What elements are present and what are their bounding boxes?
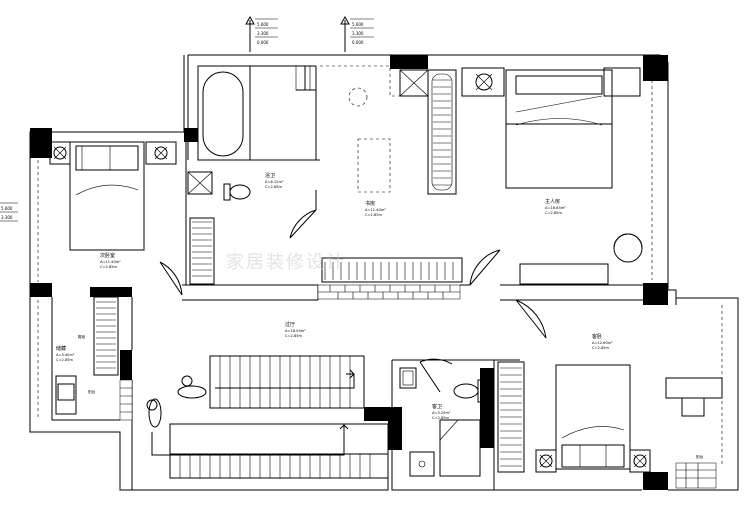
label-balcony-right: 阳台 <box>696 454 704 459</box>
room-name-bathroom-main: 浴卫 <box>265 172 275 179</box>
nightstand-right <box>603 67 641 97</box>
sink-small-bathroom <box>399 367 417 389</box>
nightstand-left <box>461 67 505 97</box>
study-desk <box>357 138 391 193</box>
door-swing-small-bathroom <box>419 358 453 393</box>
tv-cabinet-master <box>519 263 609 285</box>
room-height-bedroom-left: C=2.85m <box>100 265 118 269</box>
shower-partition <box>250 65 316 91</box>
level-value-1: 5.600 <box>257 22 269 27</box>
watermark-text: 家居装修设计 <box>226 252 346 273</box>
armchair-icon <box>613 233 643 263</box>
wardrobe-right-bedroom <box>497 361 525 473</box>
double-bed-master <box>505 69 613 189</box>
room-name-study: 书房 <box>365 200 375 207</box>
level-marker-right: 5.600 3.300 0.000 <box>340 15 374 52</box>
room-area-bathroom-main: A=6.12m² <box>265 180 284 184</box>
room-name-bedroom-right: 客卧 <box>592 333 602 340</box>
nightstand-right-bedroom-1 <box>535 449 557 473</box>
vanity-sink <box>187 171 213 195</box>
wardrobe-left-bedroom <box>189 217 215 285</box>
room-area-bedroom-left: A=11.40m² <box>100 260 121 264</box>
room-area-storage: A=3.40m² <box>56 353 75 357</box>
room-area-bedroom-right: A=12.60m² <box>592 341 613 345</box>
balcony-outline-right <box>668 297 739 491</box>
brick-wall-strip-study <box>317 284 461 300</box>
bookshelf <box>321 257 463 283</box>
shoe-cabinet <box>93 296 119 376</box>
level-value-1: 5.600 <box>1 206 13 211</box>
room-height-study: C=2.85m <box>365 213 383 217</box>
desk-right-bedroom <box>665 377 723 417</box>
level-value-1: 5.600 <box>352 22 364 27</box>
outer-boundary <box>29 54 677 491</box>
room-height-bathroom-small: C=2.85m <box>432 416 450 420</box>
room-area-study: A=11.40m² <box>365 208 386 212</box>
room-height-bathroom-main: C=2.85m <box>265 185 283 189</box>
room-height-master-bedroom: C=2.85m <box>545 211 563 215</box>
wardrobe-hanging-study <box>427 69 457 195</box>
walls <box>30 55 668 490</box>
level-value-2: 3.300 <box>257 31 269 36</box>
bathtub-icon <box>197 65 251 161</box>
level-marker-left: 5.600 3.300 0.000 <box>245 15 278 52</box>
level-marker-side: 5.600 3.300 <box>0 202 18 222</box>
room-name-hall: 过厅 <box>285 321 295 328</box>
wardrobe-doors <box>399 69 429 97</box>
door-swing-bathroom <box>289 209 317 239</box>
door-swing-study <box>469 249 501 286</box>
level-value-3: 0.000 <box>352 40 364 45</box>
level-value-2: 3.300 <box>352 31 364 36</box>
room-area-bathroom-small: A=3.25m² <box>432 411 451 415</box>
label-balcony-left: 阳台 <box>88 389 96 394</box>
room-area-master-bedroom: A=16.85m² <box>545 206 566 210</box>
door-swing-right-bedroom <box>515 299 547 339</box>
wardrobe-outline-study <box>320 65 400 97</box>
nightstand-left-bedroom-2 <box>145 141 177 165</box>
ceiling-light-icon <box>348 87 368 107</box>
nightstand-right-bedroom-2 <box>629 449 651 473</box>
room-name-bedroom-left: 次卧室 <box>100 252 115 259</box>
label-shoe-cabinet: 鞋柜 <box>78 334 86 339</box>
level-value-2: 3.300 <box>1 215 13 220</box>
room-height-bedroom-right: C=2.85m <box>592 346 610 350</box>
level-value-3: 0.000 <box>257 40 269 45</box>
staircase <box>169 355 389 479</box>
room-name-storage: 储藏 <box>56 345 66 352</box>
nightstand-left-bedroom-1 <box>49 141 71 165</box>
person-figure-icon-2 <box>146 398 162 428</box>
room-name-master-bedroom: 主人房 <box>545 198 560 205</box>
brick-wall-strip-right <box>675 462 717 489</box>
room-name-bathroom-small: 客卫 <box>432 403 442 410</box>
desk-chair-left <box>55 375 77 415</box>
stair-direction-arrows <box>151 369 355 456</box>
room-height-storage: C=2.85m <box>56 358 74 362</box>
toilet-small-bathroom <box>453 379 487 403</box>
brick-wall-strip-left <box>119 379 133 421</box>
person-figure-icon-1 <box>177 375 207 399</box>
room-area-hall: A=18.54m² <box>285 329 306 333</box>
toilet-icon <box>223 183 251 201</box>
double-bed-right <box>555 364 631 470</box>
room-height-hall: C=2.85m <box>285 334 303 338</box>
door-swing-left-bedroom <box>159 261 183 296</box>
shower-small-bathroom <box>409 419 481 477</box>
double-bed-left <box>69 141 145 251</box>
